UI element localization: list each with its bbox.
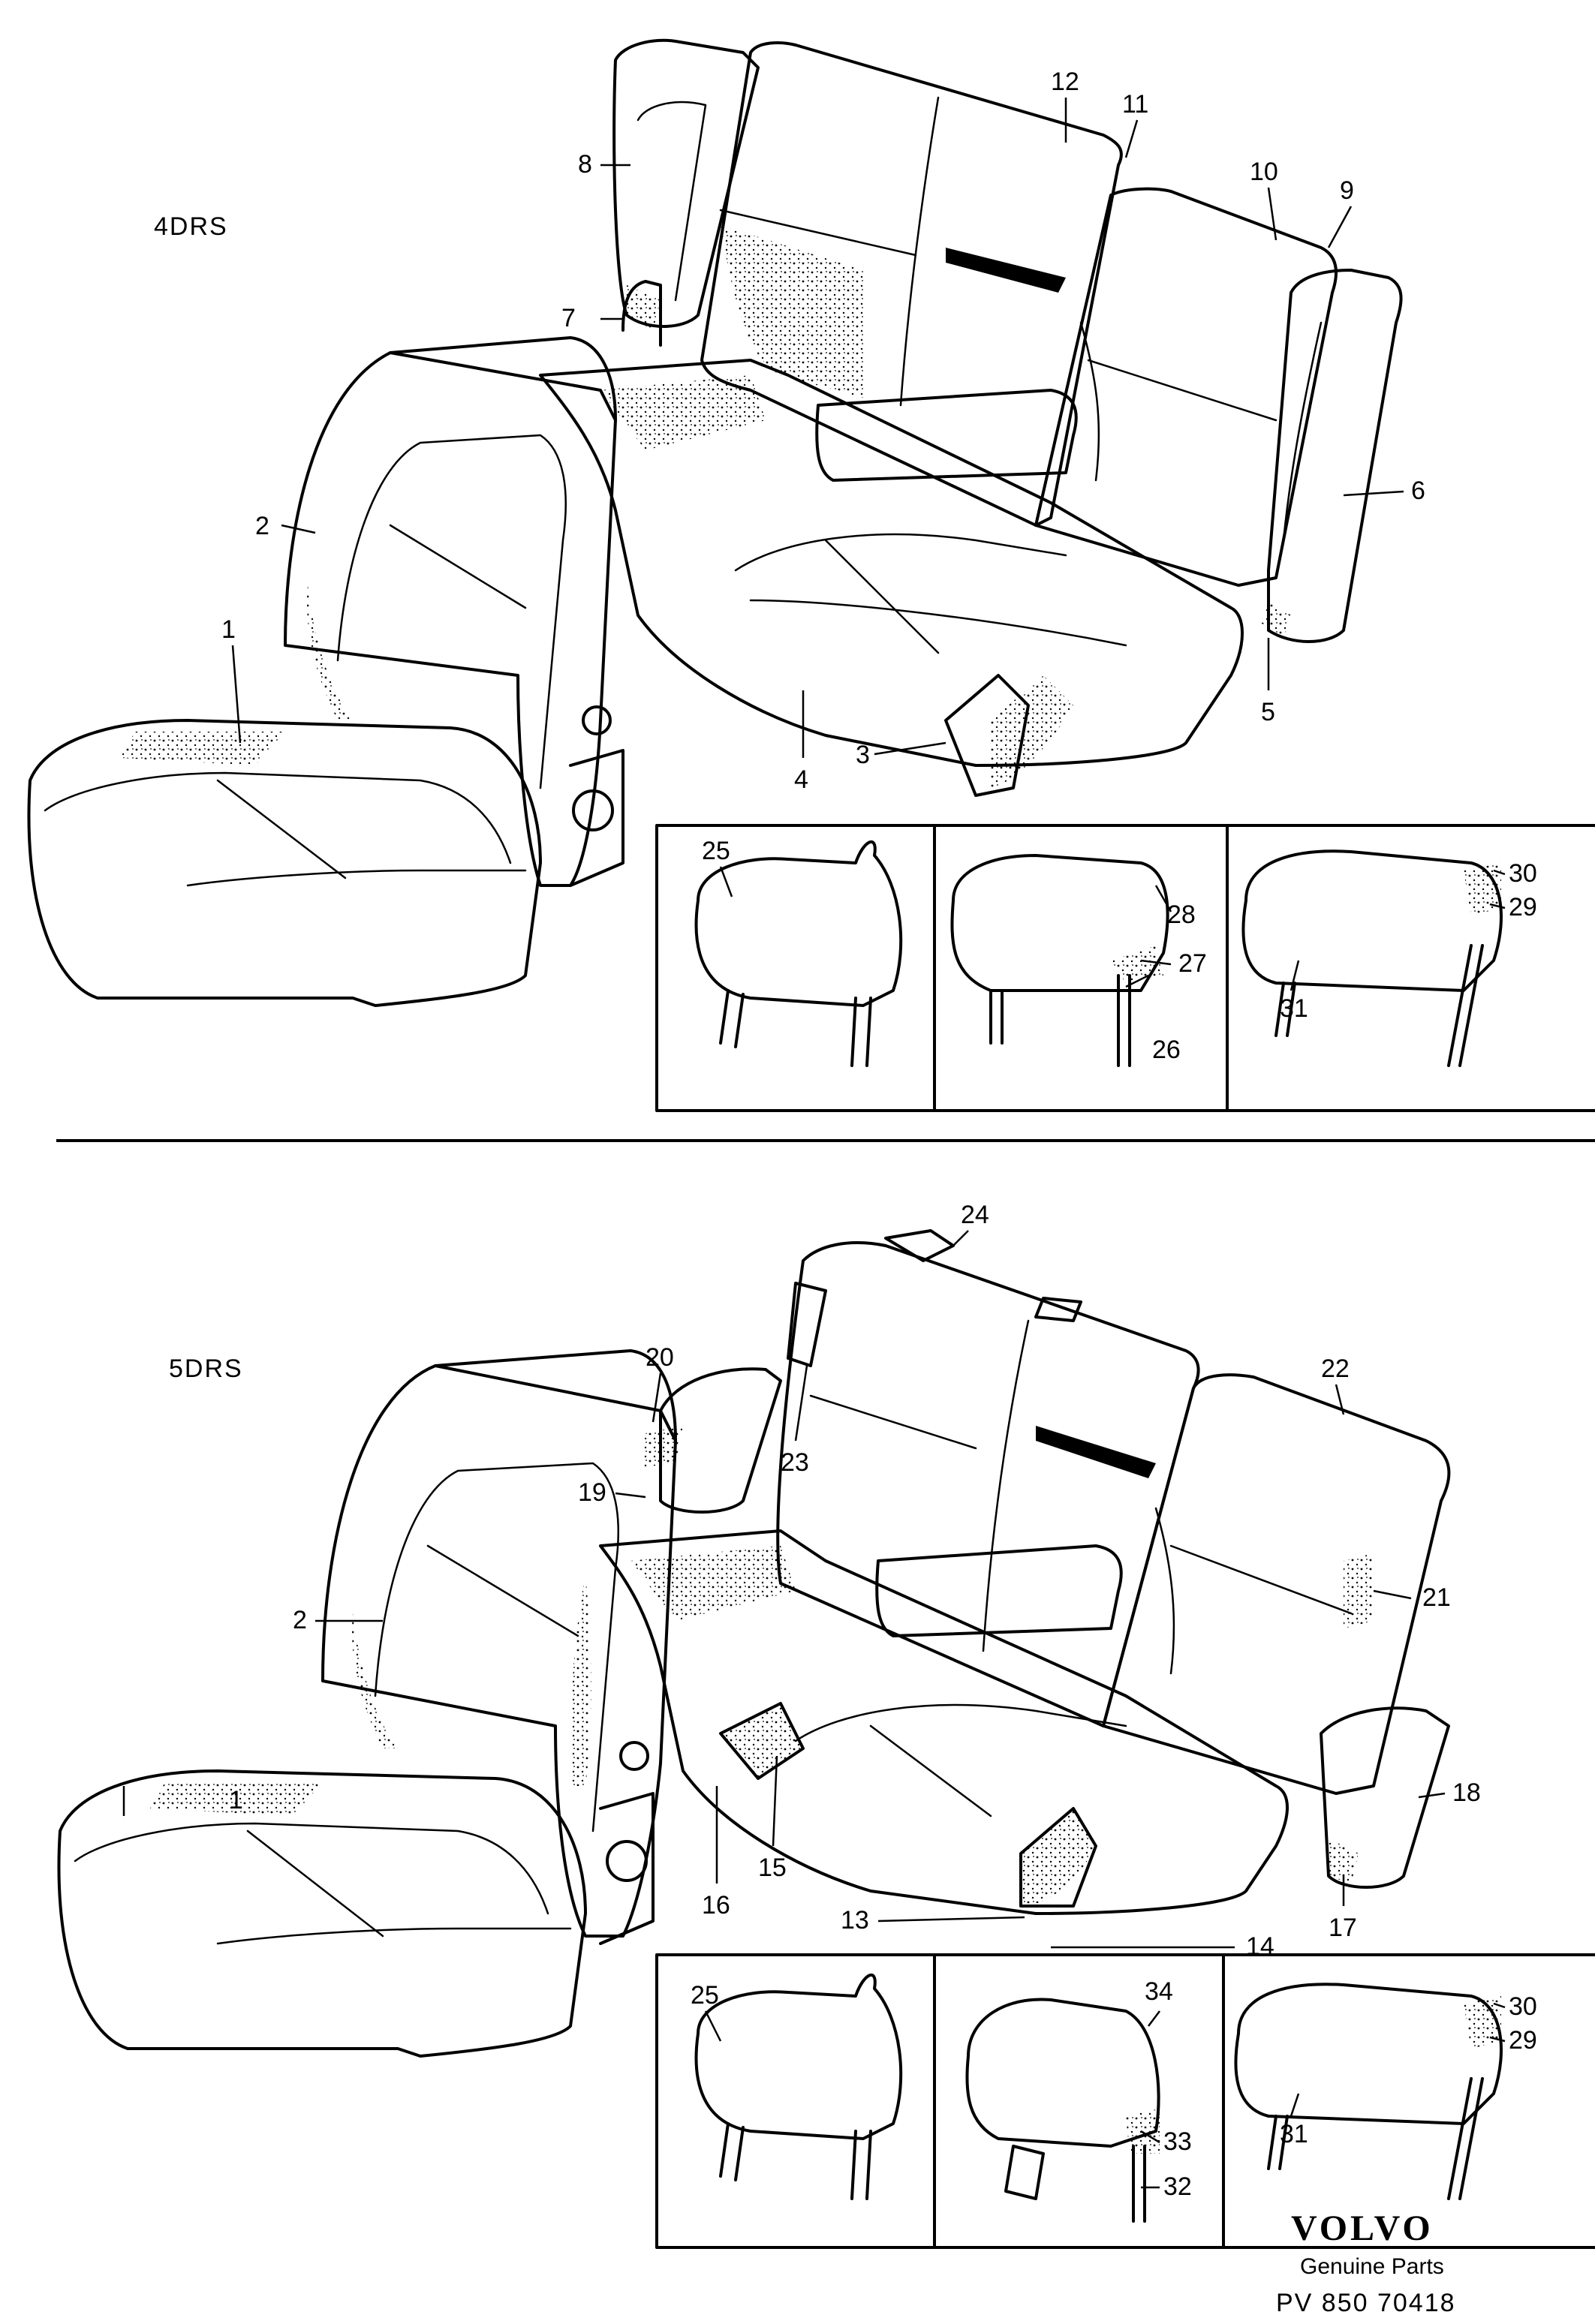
- callout-28-top: 28: [1167, 900, 1196, 929]
- callout-1-top: 1: [221, 615, 236, 644]
- callout-10: 10: [1250, 158, 1278, 186]
- callout-4: 4: [794, 765, 808, 794]
- callout-31-top: 31: [1280, 994, 1308, 1023]
- section-label-5drs: 5DRS: [169, 1354, 243, 1383]
- callout-numbers: 1 2 3 4 5 6 7 8 9 10 11 12 13 14 15 16 1…: [221, 68, 1537, 2201]
- callout-25-bottom: 25: [691, 1981, 719, 2010]
- rear-bench-4drs: [539, 38, 1403, 797]
- headrest-28-top: [950, 854, 1169, 992]
- callout-5: 5: [1261, 698, 1275, 726]
- callout-14: 14: [1246, 1932, 1274, 1961]
- callout-26-top: 26: [1152, 1036, 1181, 1064]
- callout-29-bottom: 29: [1509, 2026, 1537, 2055]
- callout-2-top: 2: [255, 512, 269, 540]
- callout-8: 8: [578, 150, 592, 179]
- part-code: PV 850 70418: [1276, 2289, 1456, 2317]
- front-seat-5drs: [57, 1349, 677, 2058]
- callout-29-top: 29: [1509, 893, 1537, 921]
- callout-24: 24: [961, 1201, 989, 1229]
- callout-1-bottom: 1: [229, 1786, 243, 1814]
- headrest-31-top: [1241, 849, 1503, 992]
- callout-17: 17: [1329, 1914, 1357, 1942]
- front-seat-4drs: [27, 336, 624, 1007]
- brand-block: VOLVO Genuine Parts PV 850 70418: [1276, 2208, 1456, 2317]
- callout-25-top: 25: [702, 837, 730, 865]
- callout-20: 20: [646, 1343, 674, 1372]
- headrest-31-bottom: [1234, 1983, 1503, 2125]
- headrest-25-top: [694, 840, 903, 1007]
- callout-33: 33: [1163, 2127, 1192, 2156]
- headrest-panel-5drs: [655, 1953, 1595, 2249]
- callout-32: 32: [1163, 2172, 1192, 2201]
- callout-23: 23: [781, 1448, 809, 1477]
- headrest-34-bottom: [965, 1998, 1160, 2148]
- callout-19: 19: [578, 1478, 606, 1507]
- headrest-panel-4drs: [655, 824, 1595, 1112]
- volvo-logo: VOLVO: [1291, 2208, 1434, 2248]
- rear-bench-5drs: [599, 1229, 1451, 1915]
- callout-30-bottom: 30: [1509, 1992, 1537, 2021]
- callout-34: 34: [1145, 1977, 1173, 2006]
- headrest-25-bottom: [694, 1973, 903, 2140]
- callout-6: 6: [1411, 477, 1425, 505]
- callout-7: 7: [561, 304, 576, 332]
- callout-27-top: 27: [1178, 949, 1207, 978]
- callout-13: 13: [841, 1906, 869, 1935]
- callout-31-bottom: 31: [1280, 2120, 1308, 2148]
- callout-12: 12: [1051, 68, 1079, 96]
- callout-2-bottom: 2: [293, 1606, 307, 1634]
- callout-11: 11: [1122, 90, 1148, 119]
- callout-30-top: 30: [1509, 859, 1537, 888]
- callout-21: 21: [1422, 1583, 1451, 1612]
- brand-tagline: Genuine Parts: [1300, 2254, 1444, 2279]
- callout-22: 22: [1321, 1354, 1350, 1383]
- callout-15: 15: [758, 1853, 787, 1882]
- callout-3: 3: [856, 741, 870, 769]
- section-label-4drs: 4DRS: [154, 212, 228, 241]
- callout-9: 9: [1340, 176, 1354, 205]
- callout-16: 16: [702, 1891, 730, 1920]
- leader-lines: [122, 98, 1506, 2189]
- callout-18: 18: [1452, 1778, 1481, 1807]
